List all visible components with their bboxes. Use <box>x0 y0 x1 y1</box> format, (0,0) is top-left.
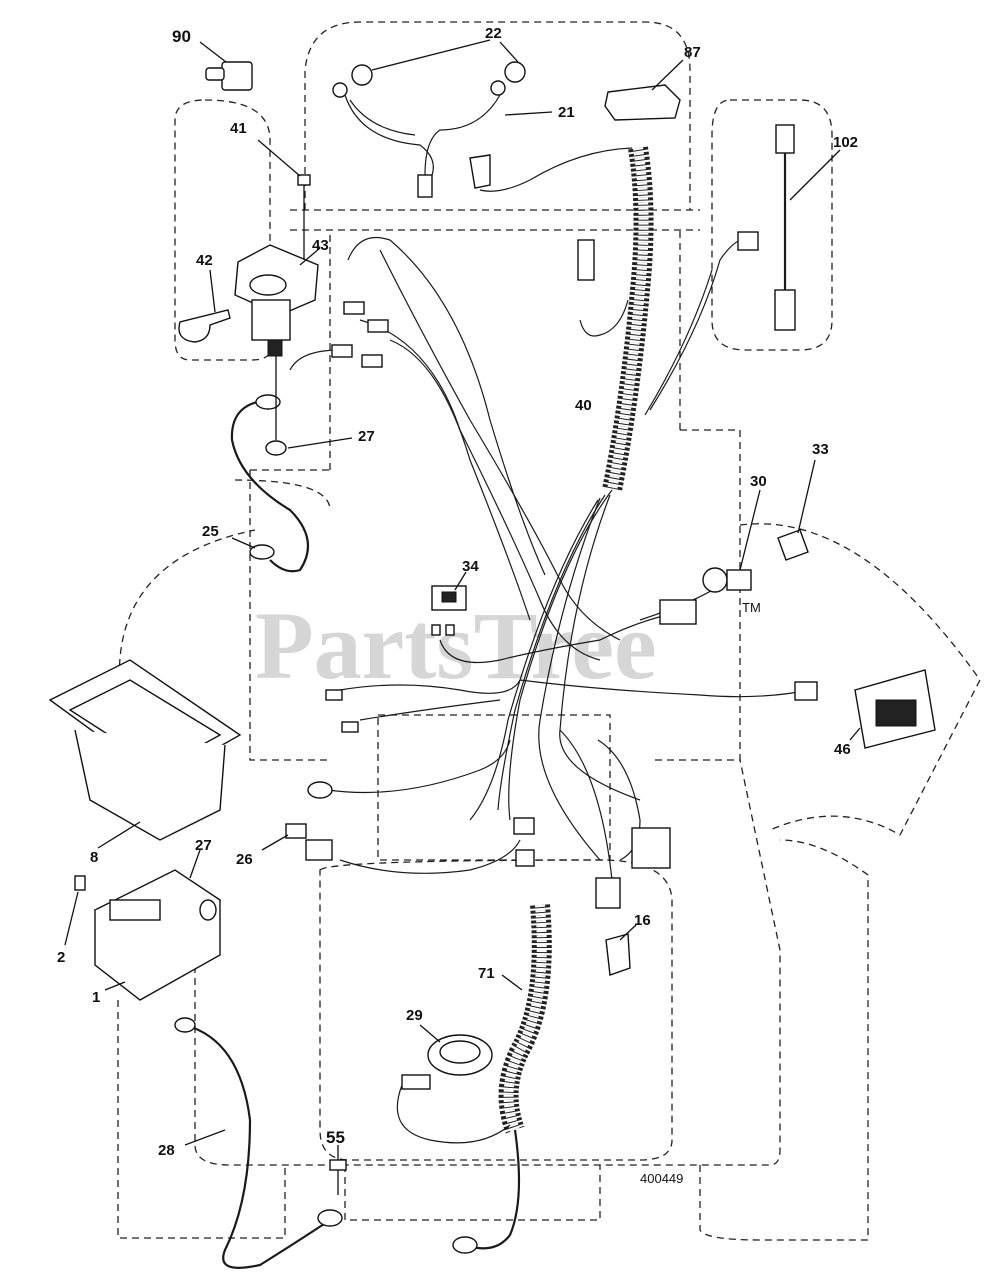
callout-27a: 27 <box>358 428 375 445</box>
battery-1 <box>64 849 222 1001</box>
connector-90 <box>199 41 253 91</box>
harness-conduit-71 <box>498 904 552 1134</box>
callout-87: 87 <box>684 44 701 61</box>
wire-bundle <box>289 147 811 881</box>
callout-21: 21 <box>558 104 575 121</box>
part-102 <box>737 124 841 331</box>
ignition-switch-30 <box>702 489 761 593</box>
callout-71: 71 <box>478 965 495 982</box>
callout-22: 22 <box>485 25 502 42</box>
module-46 <box>849 669 936 749</box>
callout-102: 102 <box>833 134 858 151</box>
callout-labels: 90 22 87 21 41 102 43 42 40 27 33 30 25 … <box>57 25 858 1186</box>
battery-box-8 <box>48 659 242 849</box>
callout-28: 28 <box>158 1142 175 1159</box>
bolt-55 <box>329 1145 347 1195</box>
callout-55: 55 <box>326 1128 345 1147</box>
cable-28 <box>174 1017 343 1269</box>
callout-29: 29 <box>406 1007 423 1024</box>
callout-90: 90 <box>172 27 191 46</box>
callout-42: 42 <box>196 252 213 269</box>
callout-26: 26 <box>236 851 253 868</box>
part-87 <box>604 59 684 121</box>
svg-text:TM: TM <box>742 600 761 615</box>
callout-16: 16 <box>634 912 651 929</box>
switch-34 <box>431 571 467 636</box>
callout-34: 34 <box>462 558 479 575</box>
harness-71-ends <box>452 974 523 1254</box>
callout-2: 2 <box>57 949 65 966</box>
figure-number: 400449 <box>640 1171 683 1186</box>
callout-25: 25 <box>202 523 219 540</box>
callout-33: 33 <box>812 441 829 458</box>
harness-conduit-40 <box>602 146 654 492</box>
callout-46: 46 <box>834 741 851 758</box>
cable-25 <box>230 356 353 573</box>
connector-26 <box>261 823 333 861</box>
harness-connectors <box>307 239 818 909</box>
callout-8: 8 <box>90 849 98 866</box>
part-33 <box>777 459 816 561</box>
callout-30: 30 <box>750 473 767 490</box>
callout-27b: 27 <box>195 837 212 854</box>
callout-43: 43 <box>312 237 329 254</box>
callout-1: 1 <box>92 989 100 1006</box>
callout-40: 40 <box>575 397 592 414</box>
part-29 <box>396 1024 511 1144</box>
part-16 <box>605 924 637 976</box>
headlight-harness-21 <box>332 39 553 198</box>
solenoid-43 <box>178 139 321 357</box>
callout-41: 41 <box>230 120 247 137</box>
